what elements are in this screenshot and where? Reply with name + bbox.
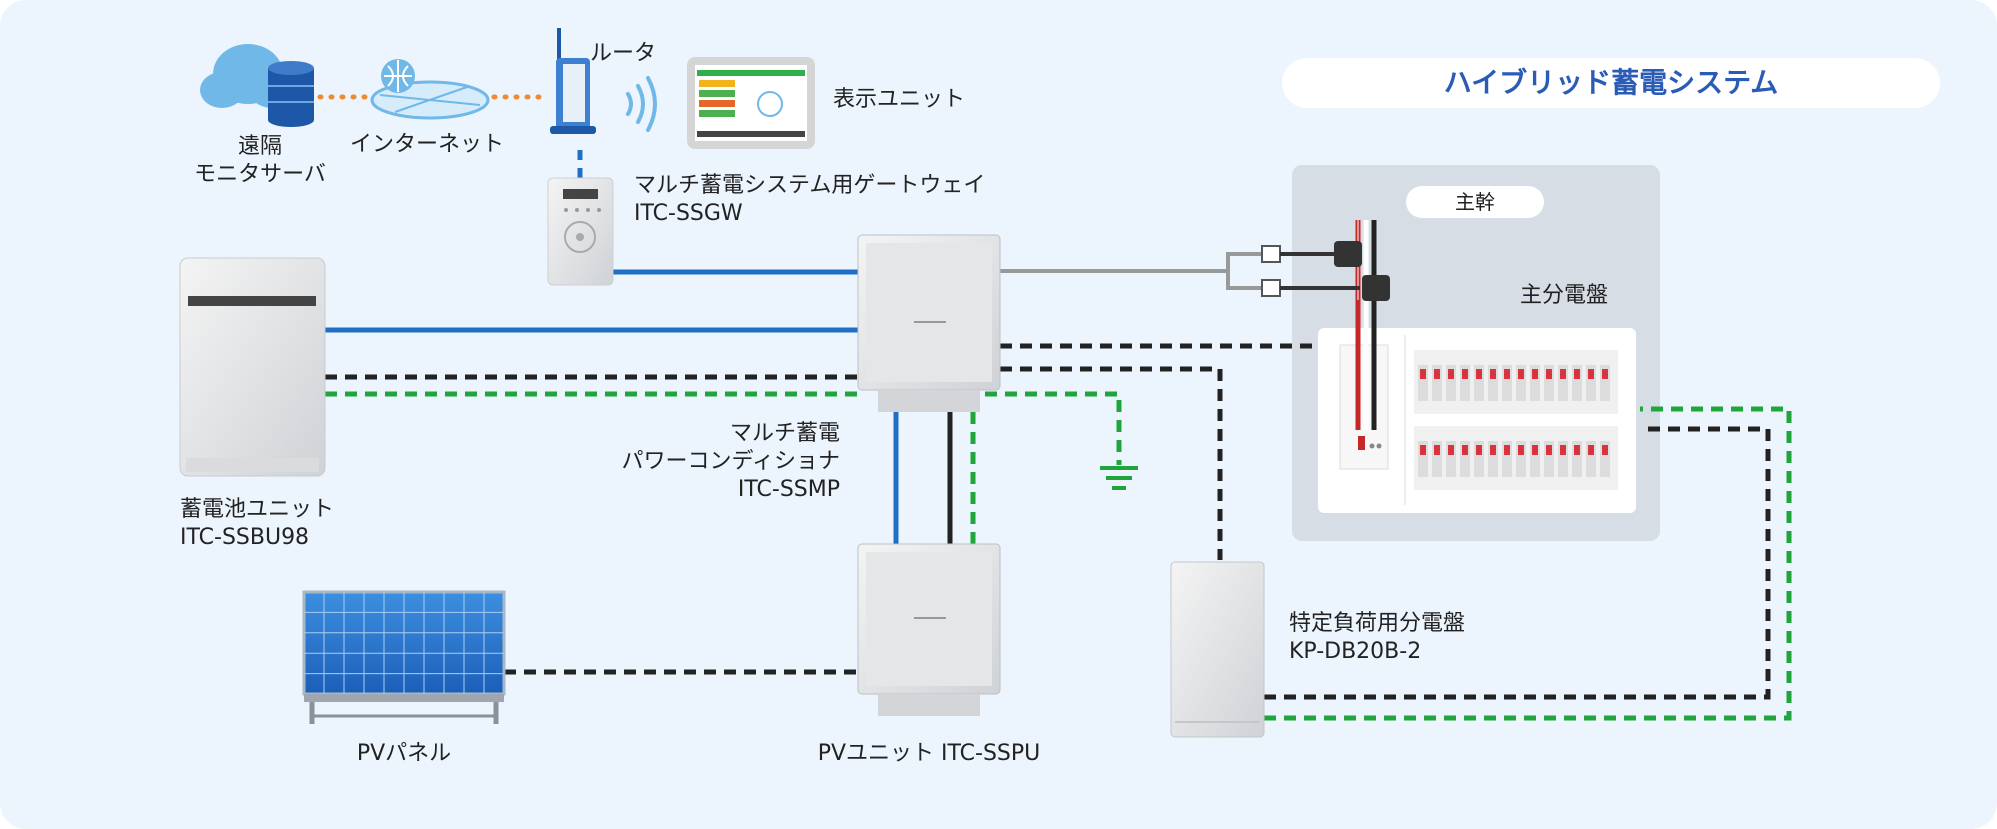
battery-unit-label: 蓄電池ユニット ITC-SSBU98 [180,497,335,550]
breaker-switch [1418,441,1428,477]
internet-globe-icon [370,59,490,120]
breaker-switch [1488,441,1498,477]
breaker-switch [1572,365,1582,401]
breaker-switch [1432,365,1442,401]
pv-unit-device [857,543,1001,716]
breaker-switch [1544,441,1554,477]
gateway-device [547,177,614,286]
router-label: ルータ [590,41,657,66]
page-title: ハイブリッド蓄電システム [1282,58,1940,108]
power-conditioner-label: マルチ蓄電 パワーコンディショナ ITC-SSMP [621,421,840,502]
breaker-switch [1572,441,1582,477]
cloud-server-icon [200,44,314,127]
breaker-switch [1460,365,1470,401]
breaker-switch [1474,441,1484,477]
tablet-display-icon [687,57,815,149]
ct-sensor-connector-2 [1261,279,1281,297]
ground-lines [325,391,1792,721]
main-panel-label: 主分電盤 [1520,283,1609,308]
wifi-icon [626,76,657,132]
breaker-switch [1502,441,1512,477]
branch-breakers-row-2 [1418,441,1610,477]
power-conditioner-device [857,234,1001,412]
remote-monitor-server-label: 遠隔 モニタサーバ [194,134,326,187]
breaker-switch [1516,365,1526,401]
battery-unit-device [179,257,326,477]
breaker-switch [1600,441,1610,477]
pv-panel-device [302,590,506,724]
display-unit-label: 表示ユニット [833,87,966,112]
breaker-switch [1460,441,1470,477]
specific-load-panel-label: 特定負荷用分電盤 KP-DB20B-2 [1289,611,1466,664]
breaker-switch [1446,365,1456,401]
breaker-switch [1530,365,1540,401]
communication-lines [325,150,899,544]
power-lines [325,343,1771,700]
router-icon [550,28,596,134]
breaker-switch [1558,441,1568,477]
breaker-switch [1432,441,1442,477]
breaker-switch [1474,365,1484,401]
breaker-switch [1558,365,1568,401]
gateway-label: マルチ蓄電システム用ゲートウェイ ITC-SSGW [634,173,986,226]
ct-clamp-1 [1334,241,1362,267]
ground-icon [1100,466,1138,490]
branch-breakers-row-1 [1418,365,1610,401]
breaker-switch [1446,441,1456,477]
breaker-switch [1488,365,1498,401]
ct-sensor-connector-1 [1261,245,1281,263]
breaker-switch [1516,441,1526,477]
ct-line [1000,252,1262,273]
main-trunk-label: 主幹 [1406,186,1544,218]
breaker-switch [1600,365,1610,401]
breaker-switch [1530,441,1540,477]
pv-unit-label: PVユニット ITC-SSPU [817,741,1041,766]
breaker-switch [1586,441,1596,477]
breaker-switch [1502,365,1512,401]
breaker-switch [1544,365,1554,401]
pv-panel-label: PVパネル [356,741,452,766]
specific-load-panel-device [1170,561,1265,738]
ct-clamp-2 [1362,275,1390,301]
internet-label: インターネット [350,132,505,157]
breaker-switch [1586,365,1596,401]
breaker-switch [1418,365,1428,401]
